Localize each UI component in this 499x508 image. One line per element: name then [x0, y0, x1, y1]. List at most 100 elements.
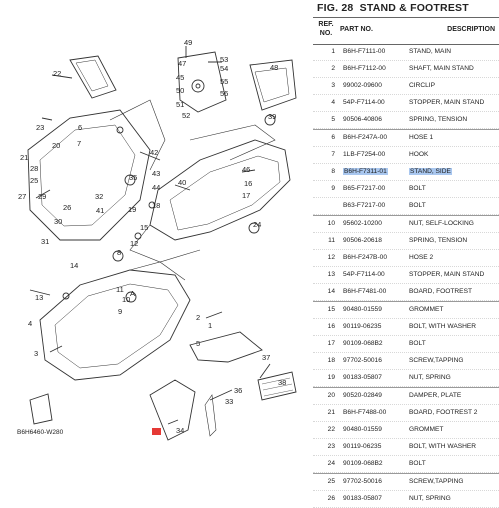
callout-label: 45	[176, 73, 184, 82]
callout-label: 13	[35, 293, 43, 302]
part-number-cell: B6H-F247A-00	[343, 134, 387, 141]
ref-cell: 9	[331, 185, 335, 192]
description-cell: GROMMET	[409, 306, 444, 313]
description-cell: BOARD, FOOTREST 2	[409, 409, 478, 416]
callout-label: 33	[225, 397, 233, 406]
callout-label: 30	[54, 217, 62, 226]
part-number-cell: B65-F7217-00	[343, 185, 386, 192]
part-number-cell: 90109-068B2	[343, 340, 383, 347]
callout-label: 17	[242, 191, 250, 200]
callout-label: 23	[36, 123, 44, 132]
parts-list: FIG. 28 STAND & FOOTREST REF. NO. PART N…	[313, 0, 499, 508]
lower-footboard	[39, 269, 191, 381]
part-number-cell: 90480-01559	[343, 426, 382, 433]
callout-label: 31	[41, 237, 49, 246]
ref-cell: 19	[327, 374, 335, 381]
main-stand-top	[177, 51, 227, 113]
callout-label: 53	[220, 55, 228, 64]
callout-label: 56	[220, 89, 228, 98]
callout-label: 6	[78, 123, 82, 132]
part-number-cell: 90183-05807	[343, 374, 382, 381]
ref-cell: 6	[331, 134, 335, 141]
callout-label: 52	[182, 111, 190, 120]
side-stand-bracket	[189, 331, 263, 363]
callout-label: 21	[20, 153, 28, 162]
description-cell: BOLT	[409, 202, 426, 209]
figure-number: FIG. 28	[317, 2, 354, 14]
callout-label: 29	[38, 192, 46, 201]
ref-cell: 13	[327, 271, 335, 278]
callout-label: 36	[234, 386, 242, 395]
part-number-cell: B6H-F7311-01	[343, 168, 388, 175]
ref-cell: 7	[331, 151, 335, 158]
description-cell: SHAFT, MAIN STAND	[409, 65, 474, 72]
ref-cell: 5	[331, 116, 335, 123]
callout-label: 12	[130, 239, 138, 248]
callout-label: 38	[278, 378, 286, 387]
callout-label: 51	[176, 100, 184, 109]
description-cell: NUT, SELF-LOCKING	[409, 220, 474, 227]
table-row[interactable]: 19 90183-05807 NUT, SPRING	[313, 370, 499, 387]
description-cell: SPRING, TENSION	[409, 116, 468, 123]
callout-label: 20	[52, 141, 60, 150]
ref-cell: 16	[327, 323, 335, 330]
callout-label: 8	[117, 248, 121, 257]
description-cell: SPRING, TENSION	[409, 237, 468, 244]
callout-label: 39	[268, 112, 276, 121]
description-cell: BOLT, WITH WASHER	[409, 323, 477, 330]
diagram-code: B6H6460-W280	[17, 429, 64, 436]
callout-label: 40	[178, 178, 186, 187]
callout-label: 10	[122, 295, 130, 304]
header-part: PART NO.	[340, 26, 373, 33]
ref-cell: 21	[327, 409, 335, 416]
table-header: REF. NO. PART NO. DESCRIPTION	[313, 17, 499, 45]
callout-label: 32	[95, 192, 103, 201]
ref-cell: 8	[331, 168, 335, 175]
callout-label: 44	[152, 183, 160, 192]
callout-label: 18	[152, 201, 160, 210]
description-cell: NUT, SPRING	[409, 374, 451, 381]
footpeg	[257, 371, 297, 401]
ref-cell: 23	[327, 443, 335, 450]
callout-label: 34	[176, 426, 184, 435]
description-cell: BOLT	[409, 340, 426, 347]
callout-label: 37	[262, 353, 270, 362]
figure-name: STAND & FOOTREST	[359, 2, 469, 14]
callout-label: 48	[270, 63, 278, 72]
callout-label: 47	[178, 59, 186, 68]
callout-label: 24	[253, 220, 261, 229]
callout-label: 5	[196, 339, 200, 348]
part-number-cell: 97702-50016	[343, 478, 382, 485]
callout-label: 43	[152, 169, 160, 178]
part-number-cell: 90119-06235	[343, 443, 382, 450]
header-description: DESCRIPTION	[447, 26, 495, 33]
